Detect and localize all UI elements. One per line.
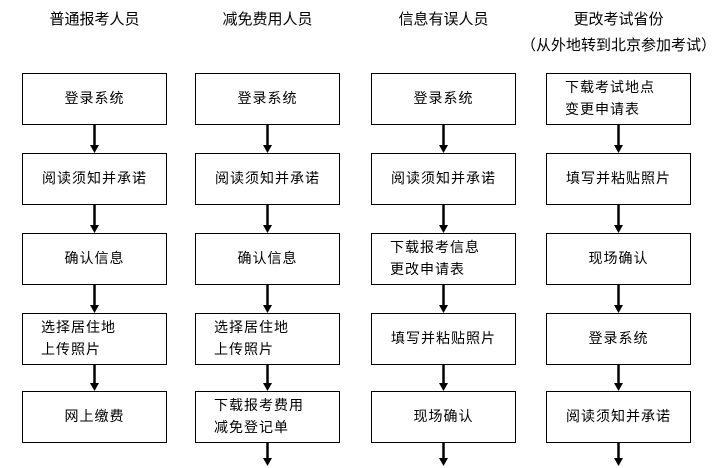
down-arrow-icon xyxy=(263,365,272,391)
column-title: 普通报考人员 xyxy=(49,10,140,28)
flow-step: 填写并粘贴照片 xyxy=(371,313,516,365)
flow-step: 现场确认 xyxy=(371,391,516,443)
flow-step: 网上缴费 xyxy=(22,391,167,443)
flow-step: 阅读须知并承诺 xyxy=(22,153,167,205)
flow-step: 下载考试地点 变更申请表 xyxy=(546,73,691,125)
down-arrow-icon xyxy=(439,365,448,391)
down-arrow-icon xyxy=(439,285,448,313)
down-arrow-icon xyxy=(614,205,623,233)
flow-step: 确认信息 xyxy=(195,233,340,285)
flow-step: 阅读须知并承诺 xyxy=(371,153,516,205)
down-arrow-icon xyxy=(614,443,623,466)
column-title: 更改考试省份 xyxy=(573,10,664,28)
down-arrow-icon xyxy=(263,125,272,153)
column-title: 减免费用人员 xyxy=(222,10,313,28)
flow-step: 下载报考信息 更改申请表 xyxy=(371,233,516,285)
down-arrow-icon xyxy=(439,205,448,233)
flow-step: 登录系统 xyxy=(546,313,691,365)
down-arrow-icon xyxy=(439,125,448,153)
down-arrow-icon xyxy=(263,285,272,313)
down-arrow-icon xyxy=(263,205,272,233)
down-arrow-icon xyxy=(90,365,99,391)
flow-step: 登录系统 xyxy=(195,73,340,125)
flow-step: 选择居住地 上传照片 xyxy=(22,313,167,365)
flow-step: 确认信息 xyxy=(22,233,167,285)
flow-step: 下载报考费用 减免登记单 xyxy=(195,391,340,443)
flow-step: 填写并粘贴照片 xyxy=(546,153,691,205)
down-arrow-icon xyxy=(90,125,99,153)
down-arrow-icon xyxy=(614,285,623,313)
flow-step: 阅读须知并承诺 xyxy=(195,153,340,205)
column-subtitle: （从外地转到北京参加考试） xyxy=(520,36,716,54)
flow-step: 登录系统 xyxy=(371,73,516,125)
down-arrow-icon xyxy=(90,205,99,233)
flow-step: 阅读须知并承诺 xyxy=(546,391,691,443)
column-title: 信息有误人员 xyxy=(398,10,489,28)
down-arrow-icon xyxy=(263,443,272,466)
down-arrow-icon xyxy=(90,285,99,313)
down-arrow-icon xyxy=(614,365,623,391)
down-arrow-icon xyxy=(614,125,623,153)
flow-step: 登录系统 xyxy=(22,73,167,125)
flow-step: 现场确认 xyxy=(546,233,691,285)
flow-step: 选择居住地 上传照片 xyxy=(195,313,340,365)
down-arrow-icon xyxy=(439,443,448,466)
